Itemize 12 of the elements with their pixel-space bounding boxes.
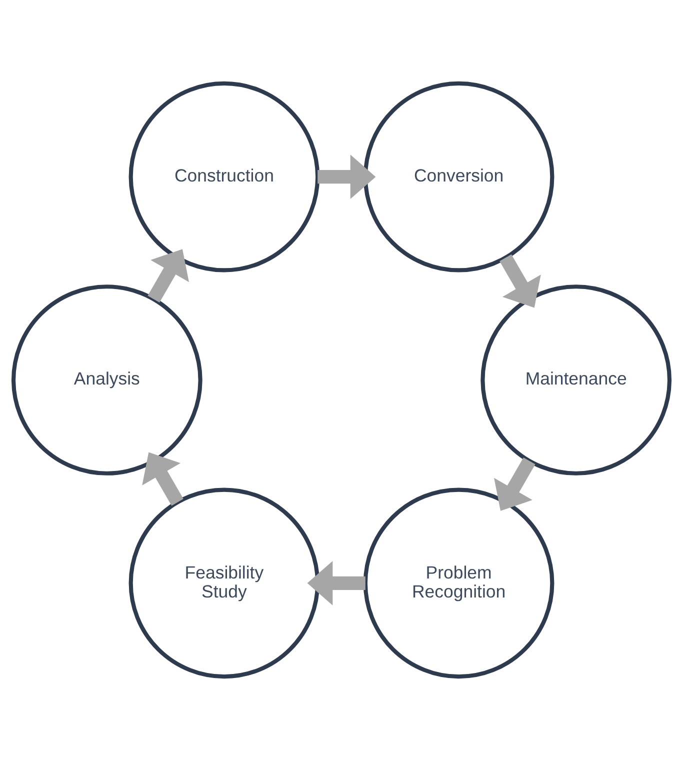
arrow [500,254,541,308]
node-circle: Conversion [363,81,554,272]
arrow [148,249,189,303]
arrow [307,560,366,606]
node-circle: Feasibility Study [128,488,320,679]
arrow [318,154,376,200]
arrow [494,457,536,511]
arrow [142,452,184,506]
node-circle: Problem Recognition [363,488,554,679]
node-circle: Analysis [11,284,202,476]
node-circle: Construction [128,81,320,272]
node-circle: Maintenance [480,284,672,476]
